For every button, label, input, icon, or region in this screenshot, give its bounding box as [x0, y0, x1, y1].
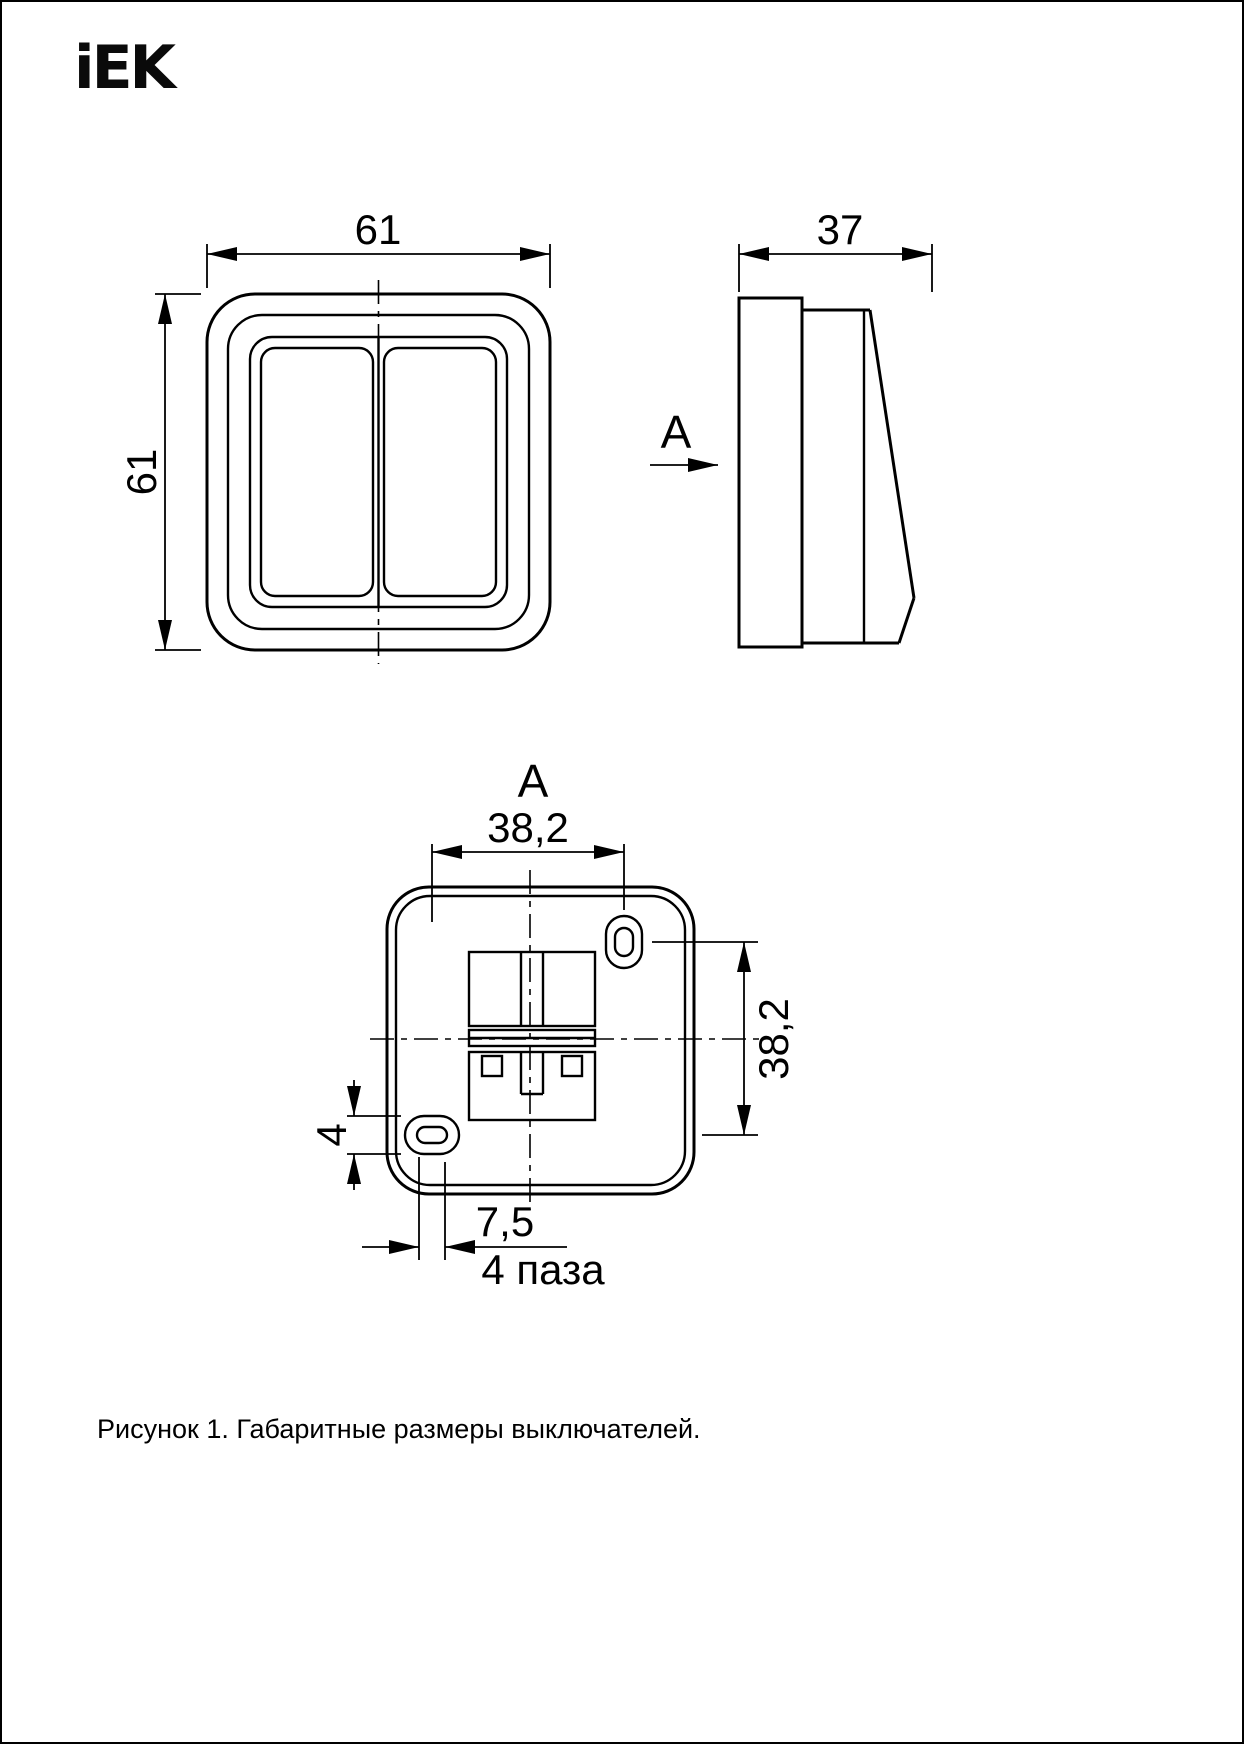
mounting-hole-bottom-left — [403, 1114, 461, 1156]
side-depth-dimension-label: 37 — [816, 206, 864, 253]
slot-width-dimension-label: 4 — [308, 1123, 355, 1147]
right-rocker-key — [382, 346, 498, 598]
side-view-drawing — [650, 244, 933, 649]
slots-count-note: 4 паза — [481, 1246, 605, 1293]
rear-vertical-dimension-label: 38,2 — [750, 998, 797, 1080]
figure-caption: Рисунок 1. Габаритные размеры выключател… — [97, 1414, 701, 1444]
rear-horizontal-dimension-label: 38,2 — [487, 804, 569, 851]
front-width-dimension-label: 61 — [354, 206, 402, 253]
rear-inner-body — [394, 894, 687, 1187]
left-rocker-key — [259, 346, 375, 598]
front-view-drawing — [155, 244, 552, 664]
switch-mechanism — [467, 950, 597, 1122]
front-height-dimension-label: 61 — [118, 448, 165, 496]
slot-offset-dimension-label: 7,5 — [475, 1198, 535, 1245]
side-rocker-profile — [868, 309, 916, 599]
rear-view-drawing — [347, 844, 762, 1260]
rear-view-title: A — [517, 755, 549, 807]
side-base-plate — [737, 296, 804, 649]
rear-outer-body — [385, 885, 696, 1196]
iek-logo: iEK — [74, 33, 176, 103]
mounting-hole-top-right — [604, 914, 644, 970]
side-view-arrow-label: A — [660, 406, 692, 458]
